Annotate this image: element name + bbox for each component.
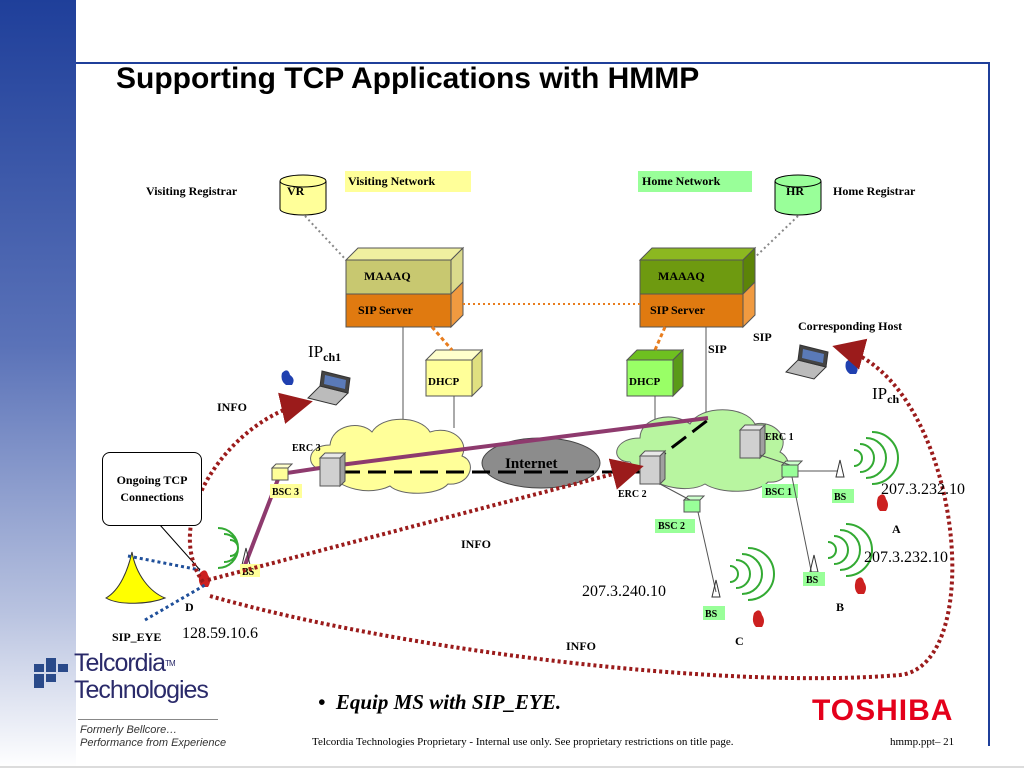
bottom-divider [0, 766, 1024, 768]
node-d-label: D [185, 600, 194, 614]
erc1-router [738, 423, 767, 460]
info-label-2: INFO [461, 537, 491, 551]
home-server-stack [638, 246, 757, 329]
ip-a-label: 207.3.232.10 [881, 481, 965, 498]
home-network-box [638, 171, 752, 192]
sip-server-left-label: SIP Server [358, 303, 414, 317]
dhcp-left-box [424, 348, 484, 398]
info-label-3: INFO [566, 639, 596, 653]
erc2-label: ERC 2 [618, 489, 647, 500]
bs-a-label: BS [834, 492, 847, 503]
ip-b-label: 207.3.232.10 [864, 549, 948, 566]
bsc2-label: BSC 2 [658, 521, 685, 532]
tunnel-path [243, 416, 709, 566]
page-title: Supporting TCP Applications with HMMP [116, 62, 700, 95]
erc3-router [318, 451, 347, 488]
bsc2-box [682, 495, 706, 513]
sip-label-a: SIP [753, 330, 772, 344]
maaaq-left-label: MAAAQ [364, 269, 411, 283]
user-left-icon [281, 370, 294, 385]
home-registrar-label: Home Registrar [833, 184, 916, 198]
bs-c-antenna [711, 547, 775, 601]
erc1-label: ERC 1 [765, 432, 794, 443]
toshiba-logo: TOSHIBA [812, 694, 954, 727]
sip-label-b: SIP [708, 342, 727, 356]
node-a-label: A [892, 522, 901, 536]
user-right-icon [845, 359, 858, 374]
dhcp-left-label: DHCP [428, 376, 459, 388]
telcordia-logo-text: TelcordiaTM Technologies [74, 649, 209, 704]
ongoing-line-1: Ongoing TCP [116, 473, 188, 487]
info-label-1: INFO [217, 400, 247, 414]
visiting-network-label: Visiting Network [348, 174, 436, 188]
laptop-left-icon [307, 370, 351, 406]
ongoing-tcp-callout: Ongoing TCP Connections [102, 452, 202, 526]
bs-d-antenna [217, 527, 251, 569]
telcordia-logo-icon [34, 658, 68, 688]
visiting-cloud [310, 418, 471, 494]
ip-d-label: 128.59.10.6 [182, 625, 258, 642]
ongoing-line-2: Connections [120, 490, 184, 504]
erc2-router [638, 449, 667, 486]
visiting-server-stack [344, 246, 465, 329]
bs-b-label: BS [806, 575, 819, 586]
laptop-right-icon [785, 344, 829, 380]
mobile-a-icon [876, 494, 888, 511]
bsc1-label: BSC 1 [765, 487, 792, 498]
internet-label: Internet [505, 456, 558, 472]
bs-c-label: BS [705, 609, 718, 620]
bs-b-antenna [809, 523, 873, 577]
home-network-label: Home Network [642, 174, 721, 188]
vr-database [279, 174, 327, 216]
visiting-network-box [345, 171, 471, 192]
erc3-label: ERC 3 [292, 443, 321, 454]
footer-text: Telcordia Technologies Proprietary - Int… [312, 736, 734, 748]
hr-database [774, 174, 822, 216]
ip-ch-label: IPch [872, 384, 899, 406]
mobile-b-icon [854, 577, 866, 594]
right-border [988, 62, 990, 746]
ip-c-label: 207.3.240.10 [582, 583, 666, 600]
ip-ch1-label: IPch1 [308, 342, 341, 364]
bsc3-label: BSC 3 [272, 487, 299, 498]
sip-eye-label: SIP_EYE [112, 630, 161, 644]
sidebar-gradient [0, 0, 76, 768]
vr-label: VR [287, 184, 305, 198]
dhcp-right-box [625, 348, 685, 398]
bs-d-label: BS [242, 567, 255, 578]
logo-divider [78, 719, 218, 720]
bullet-point: • Equip MS with SIP_EYE. [318, 690, 562, 714]
sip-eye-icon [104, 551, 167, 604]
sip-server-right-label: SIP Server [650, 303, 706, 317]
bs-a-antenna [835, 431, 899, 485]
maaaq-right-label: MAAAQ [658, 269, 705, 283]
bullet-text: Equip MS with SIP_EYE. [335, 690, 562, 714]
node-c-label: C [735, 634, 744, 648]
dhcp-right-label: DHCP [629, 376, 660, 388]
visiting-registrar-label: Visiting Registrar [146, 184, 238, 198]
info-path-left [188, 392, 313, 584]
corresponding-host-label: Corresponding Host [798, 319, 902, 333]
info-path-middle [207, 458, 644, 582]
node-b-label: B [836, 600, 844, 614]
formerly-bellcore: Formerly Bellcore… Performance from Expe… [80, 724, 227, 749]
mobile-c-icon [752, 610, 764, 627]
title-divider [76, 62, 989, 64]
page-number: hmmp.ppt– 21 [890, 736, 955, 748]
bsc3-box [270, 463, 294, 481]
hr-label: HR [786, 184, 804, 198]
